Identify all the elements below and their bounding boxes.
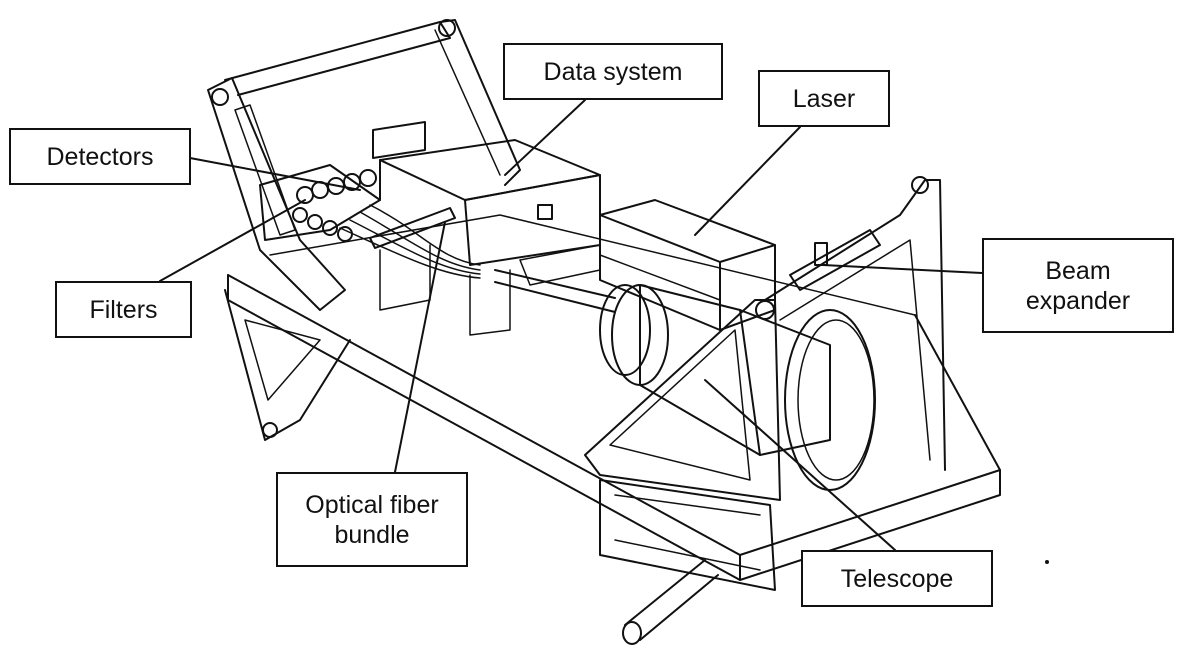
leader-optical-fiber [394,221,446,473]
leader-beam-expander [822,264,983,274]
label-laser-text: Laser [792,84,856,113]
label-laser: Laser [758,70,890,127]
telescope-mirror [784,309,876,491]
label-filters-text: Filters [89,295,158,324]
leader-laser [694,126,801,236]
label-beam-line2: expander [1025,286,1131,315]
left-frame [207,77,351,441]
label-beam-line1: Beam [1045,256,1111,285]
label-data-system-text: Data system [543,57,683,86]
label-optical-fiber-bundle: Optical fiber bundle [276,472,468,567]
leader-lines [159,99,983,551]
label-fiber-line1: Optical fiber [305,490,439,519]
label-beam-expander: Beam expander [982,238,1174,333]
speck [1045,560,1049,564]
laser-box [599,199,776,331]
top-frame [224,19,521,186]
leader-detectors [189,157,361,191]
label-telescope-text: Telescope [840,564,954,593]
beam-expander [789,229,881,291]
right-frame [584,176,946,591]
leader-data-system [504,99,586,176]
label-telescope: Telescope [801,550,993,607]
label-data-system: Data system [503,43,723,100]
fiber-bundle [339,204,481,279]
label-detectors-text: Detectors [46,142,154,171]
telescope-tube [494,269,831,456]
support-pipe [622,559,719,645]
data-system-box [372,121,601,286]
label-detectors: Detectors [9,128,191,185]
detector-cluster [259,164,511,336]
leader-filters [159,199,306,282]
label-fiber-line2: bundle [334,520,410,549]
label-filters: Filters [55,281,192,338]
leader-telescope [704,379,896,551]
